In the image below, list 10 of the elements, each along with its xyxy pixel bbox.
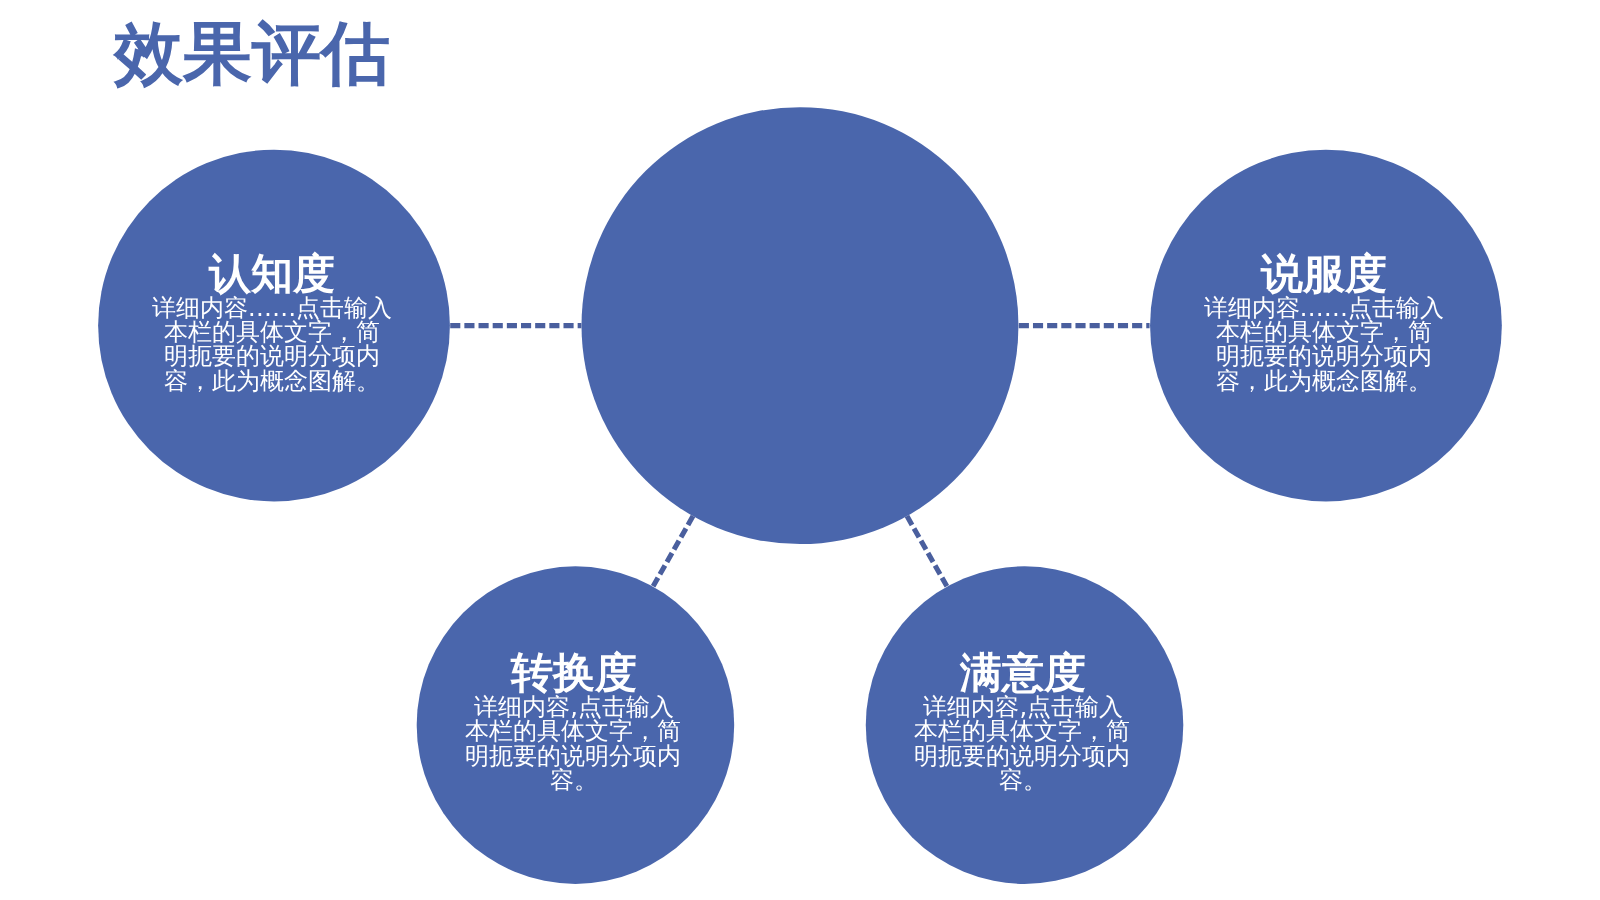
diagram-title: 效果评估 [114, 13, 391, 94]
node-circle: 转换度 详细内容,点击输入本栏的具体文字，简明扼要的说明分项内容。 [416, 566, 735, 884]
node-circle: 说服度 详细内容……点击输入本栏的具体文字，简明扼要的说明分项内容，此为概念图解。 [1150, 149, 1502, 502]
node-circle [581, 107, 1019, 545]
node-circle: 满意度 详细内容,点击输入本栏的具体文字，简明扼要的说明分项内容。 [865, 566, 1184, 884]
connector [450, 323, 582, 329]
connector [904, 514, 950, 588]
connector [650, 514, 696, 588]
node-circle: 认知度 详细内容……点击输入本栏的具体文字，简明扼要的说明分项内容，此为概念图解。 [98, 149, 450, 502]
connector [1018, 323, 1150, 329]
